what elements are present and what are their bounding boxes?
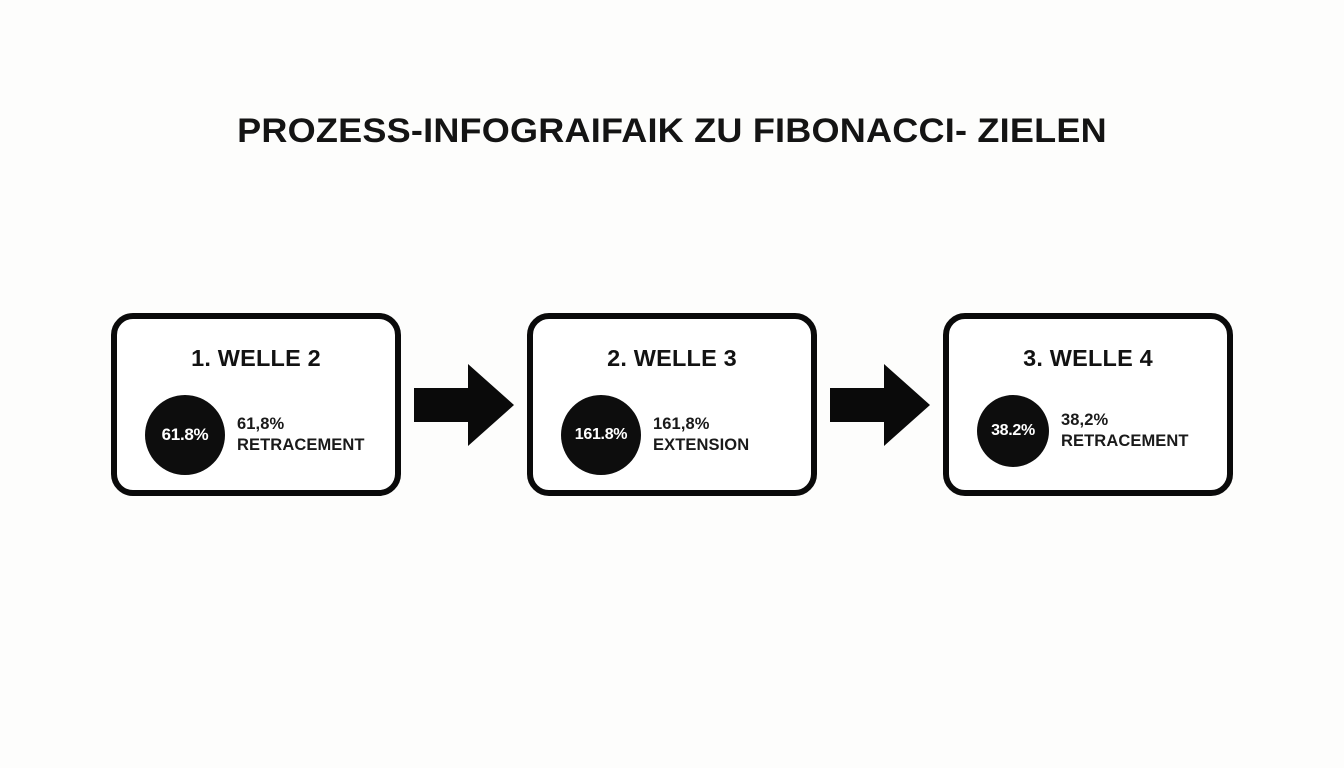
step-body-1: 61.8% 61,8% RETRACEMENT: [145, 395, 381, 475]
step-label-2: 161,8% EXTENSION: [653, 414, 797, 456]
process-flow: 1. WELLE 2 61.8% 61,8% RETRACEMENT 2. WE…: [111, 313, 1233, 496]
process-step-card-3[interactable]: 3. WELLE 4 38.2% 38,2% RETRACEMENT: [943, 313, 1233, 496]
step-body-2: 161.8% 161,8% EXTENSION: [561, 395, 797, 475]
step-label-value-3: 38,2%: [1061, 410, 1109, 429]
arrow-right-icon: [414, 362, 514, 448]
process-step-card-1[interactable]: 1. WELLE 2 61.8% 61,8% RETRACEMENT: [111, 313, 401, 496]
step-label-1: 61,8% RETRACEMENT: [237, 414, 381, 456]
fibonacci-badge-3: 38.2%: [977, 395, 1049, 467]
step-heading-1: 1. WELLE 2: [191, 345, 321, 371]
fibonacci-badge-2: 161.8%: [561, 395, 641, 475]
page-title: PROZESS-INFOGRAIFAIK ZU FIBONACCI- ZIELE…: [237, 112, 1107, 150]
step-heading-3: 3. WELLE 4: [1023, 345, 1153, 371]
step-label-kind-3: RETRACEMENT: [1061, 432, 1189, 450]
arrow-right-icon: [830, 362, 930, 448]
step-label-kind-2: EXTENSION: [653, 436, 750, 454]
step-label-kind-1: RETRACEMENT: [237, 436, 365, 454]
fibonacci-badge-1: 61.8%: [145, 395, 225, 475]
step-heading-2: 2. WELLE 3: [607, 345, 737, 371]
step-label-value-1: 61,8%: [237, 414, 285, 433]
step-label-3: 38,2% RETRACEMENT: [1061, 410, 1213, 452]
step-body-3: 38.2% 38,2% RETRACEMENT: [977, 395, 1213, 467]
process-step-card-2[interactable]: 2. WELLE 3 161.8% 161,8% EXTENSION: [527, 313, 817, 496]
step-label-value-2: 161,8%: [653, 414, 710, 433]
